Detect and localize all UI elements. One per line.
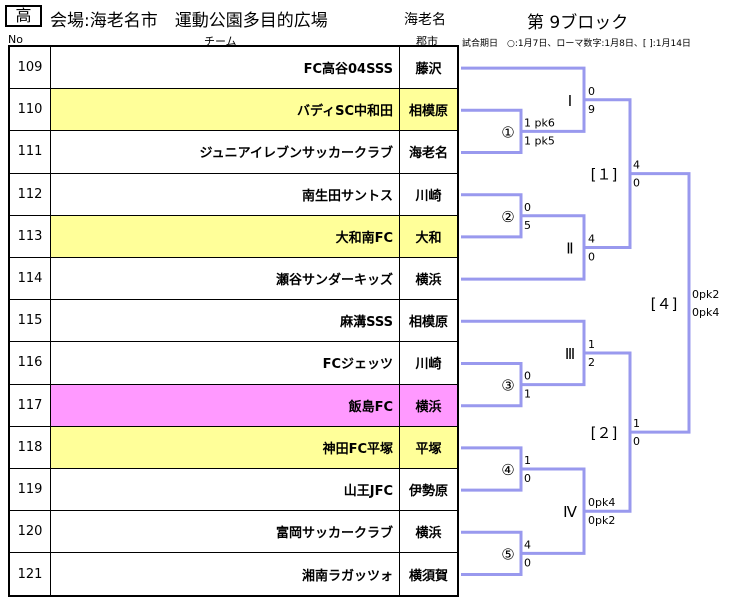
score-m3-bottom: 1 [524,388,531,401]
score-r3-bottom: 2 [588,356,595,369]
score-f-bottom: 0pk4 [692,306,719,319]
score-m4-bottom: 0 [524,472,531,485]
team-number: 110 [10,89,51,131]
round-label-1: Ⅰ [568,92,572,110]
team-number: 112 [10,173,51,215]
team-city: 相模原 [400,89,457,131]
score-r1-top: 0 [588,85,595,98]
team-name: 山王JFC [51,469,400,511]
team-name: 富岡サッカークラブ [51,511,400,553]
team-name: 湘南ラガッツォ [51,553,400,596]
team-number: 115 [10,300,51,342]
round-label-4: Ⅳ [563,503,577,521]
round-label-3: Ⅲ [565,345,575,363]
team-number: 118 [10,426,51,468]
column-header-no: No [8,33,23,46]
match-label-3: ③ [501,377,514,395]
score-r4-bottom: 0pk2 [588,514,615,527]
team-city: 横浜 [400,384,457,426]
column-header-city: 郡市 [416,35,438,48]
team-city: 川崎 [415,357,442,373]
team-name: 麻溝SSS [51,300,400,342]
round-label-2: Ⅱ [566,239,573,257]
semi-label-2: [２] [591,424,618,442]
team-number: 109 [10,47,51,89]
team-city: 藤沢 [415,62,442,78]
team-number: 113 [10,215,51,257]
score-r2-bottom: 0 [588,250,595,263]
team-number: 111 [10,131,51,173]
team-name: バディSC中和田 [51,89,400,131]
team-name: FC高谷04SSS [51,47,400,89]
score-m1-bottom: 1 pk5 [524,134,555,147]
venue-title: 会場:海老名市 運動公園多目的広場 [50,11,328,31]
team-city: 相模原 [408,315,448,331]
team-city: 横浜 [415,526,442,542]
match-label-4: ④ [501,461,514,479]
team-number: 119 [10,469,51,511]
team-number: 116 [10,342,51,384]
team-number: 114 [10,258,51,300]
team-number: 117 [10,384,51,426]
match-date-legend: 試合期日 ○:1月7日、ローマ数字:1月8日、[ ]:1月14日 [462,39,691,49]
score-s2-top: 1 [633,417,640,430]
score-m1-top: 1 pk6 [524,116,555,129]
team-name: 瀬谷サンダーキッズ [51,258,400,300]
block-title: 第 9ブロック [527,13,629,33]
score-s1-top: 4 [633,159,640,172]
team-city: 横浜 [415,273,442,289]
team-city: 海老名 [408,146,448,162]
score-s2-bottom: 0 [633,435,640,448]
match-label-1: ① [501,123,514,141]
semi-label-1: [１] [591,166,618,184]
bracket-line-final [630,172,691,434]
team-city: 川崎 [415,188,442,204]
score-m2-top: 0 [524,201,531,214]
score-m5-top: 4 [524,538,531,551]
team-city: 大和 [400,215,457,257]
team-name: 飯島FC [51,384,400,426]
team-city: 横須賀 [408,568,448,584]
match-label-5: ⑤ [501,545,514,563]
match-label-2: ② [501,208,514,226]
score-r1-bottom: 9 [588,103,595,116]
score-f-top: 0pk2 [692,288,719,301]
team-name: 南生田サントス [51,173,400,215]
final-label: [４] [651,295,678,313]
team-name: 神田FC平塚 [51,426,400,468]
column-header-team: チーム [204,35,237,48]
team-name: FCジェッツ [51,342,400,384]
team-name: ジュニアイレブンサッカークラブ [51,131,400,173]
score-s1-bottom: 0 [633,177,640,190]
team-number: 121 [10,553,51,596]
score-m2-bottom: 5 [524,219,531,232]
team-city: 平塚 [400,426,457,468]
host-city: 海老名 [404,12,446,28]
team-number: 120 [10,511,51,553]
score-m5-bottom: 0 [524,556,531,569]
score-r3-top: 1 [588,338,595,351]
score-m3-top: 0 [524,370,531,383]
level-badge: 高 [5,5,42,27]
score-r2-top: 4 [588,232,595,245]
team-name: 大和南FC [51,215,400,257]
team-city: 伊勢原 [408,484,448,500]
score-m4-top: 1 [524,454,531,467]
score-r4-top: 0pk4 [588,496,615,509]
